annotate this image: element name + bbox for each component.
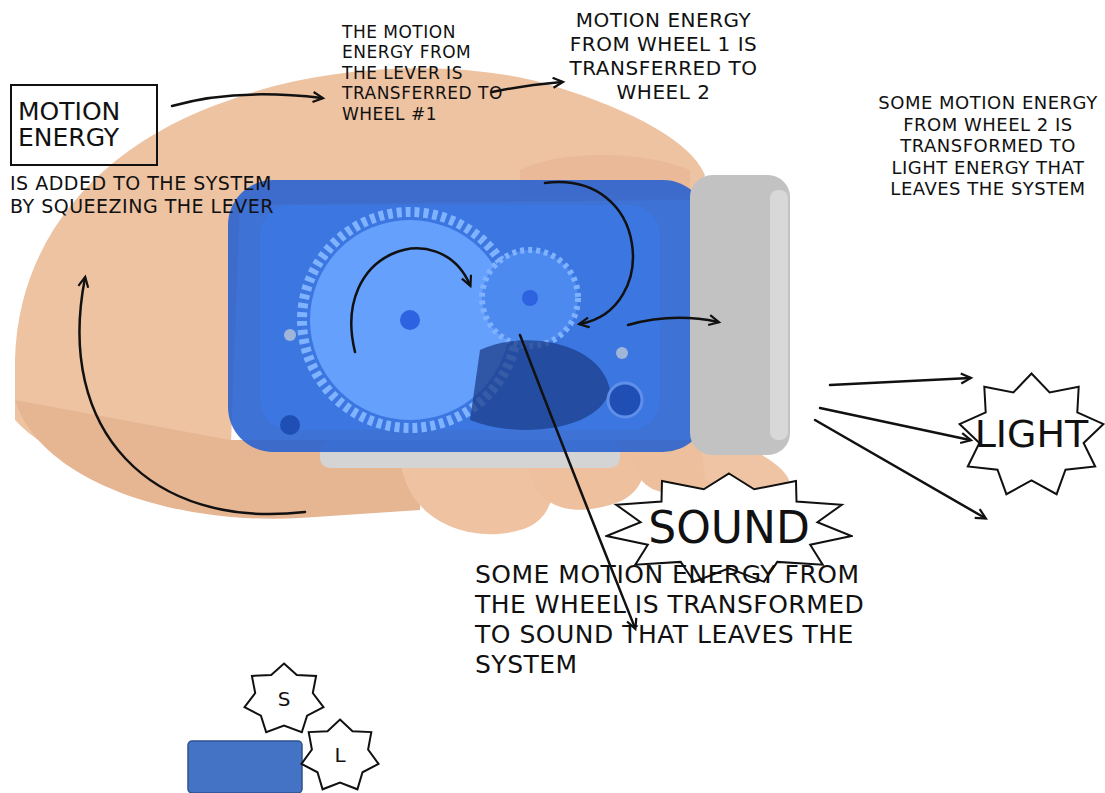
screw xyxy=(284,329,296,341)
boxed-label: MOTION ENERGY xyxy=(10,84,158,166)
leader-arrow xyxy=(172,94,322,106)
node-text: S xyxy=(278,689,291,710)
annotation-text: IS ADDED TO THE SYSTEM BY SQUEEZING THE … xyxy=(10,172,290,218)
screw xyxy=(616,347,628,359)
burst-outline xyxy=(960,374,1104,495)
rotation-arrow xyxy=(351,248,470,352)
hand-back xyxy=(15,68,705,478)
annotation-text: THE MOTION ENERGY FROM THE LEVER IS TRAN… xyxy=(342,22,512,124)
node-text: L xyxy=(334,745,345,766)
burst-outline xyxy=(245,664,324,733)
light-ray xyxy=(815,420,985,518)
gear-2 xyxy=(482,250,578,346)
screw xyxy=(280,415,300,435)
transfer-arrow xyxy=(545,182,633,324)
loop-arrow xyxy=(79,278,305,514)
node-text: LIGHT xyxy=(975,415,1089,455)
annotation-text: SOME MOTION ENERGY FROM WHEEL 2 IS TRANS… xyxy=(872,92,1104,200)
node-text: MOTION ENERGY xyxy=(18,99,150,152)
light-ray xyxy=(830,378,970,385)
annotation-text: SOME MOTION ENERGY FROM THE WHEEL IS TRA… xyxy=(475,560,895,680)
node-text: SOUND xyxy=(648,505,810,551)
lens xyxy=(770,190,788,440)
annotation-text: MOTION ENERGY FROM WHEEL 1 IS TRANSFERRE… xyxy=(556,8,771,104)
flashlight-body xyxy=(228,180,708,452)
transfer-arrow xyxy=(628,318,718,325)
burst-outline xyxy=(302,720,379,790)
key-swatch xyxy=(188,741,302,793)
burst-label: L xyxy=(300,718,380,793)
burst-label: LIGHT xyxy=(958,372,1105,498)
switch xyxy=(608,383,642,417)
flashlight-head xyxy=(690,175,790,455)
burst-label: S xyxy=(243,662,325,736)
axle xyxy=(400,310,420,330)
axle xyxy=(522,290,538,306)
